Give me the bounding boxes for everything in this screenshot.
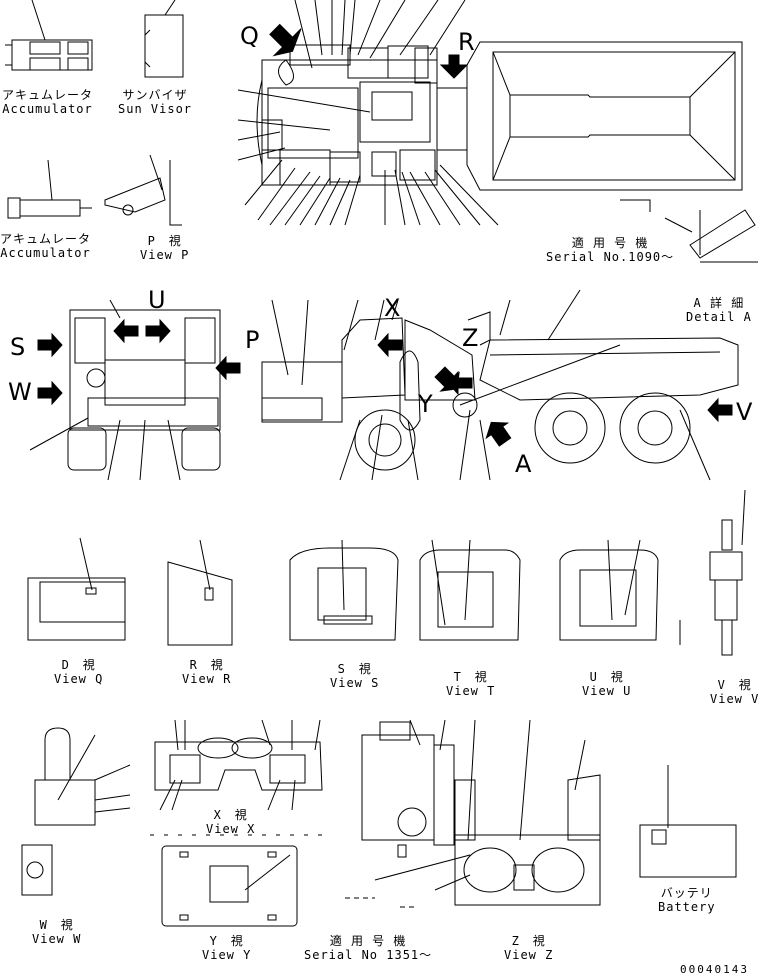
view-x-drawing xyxy=(150,719,330,836)
view-p-drawing xyxy=(104,154,182,226)
view-letter-r: R xyxy=(458,28,475,56)
cab-views xyxy=(27,489,746,656)
view-letter-u: U xyxy=(148,286,166,314)
view-z-drawing xyxy=(345,719,601,908)
view-letter-w: W xyxy=(8,378,32,406)
truck-top-view xyxy=(237,0,743,226)
view-letter-v: V xyxy=(736,398,753,426)
view-w-drawing xyxy=(21,727,131,896)
sun-visor-drawing xyxy=(144,0,184,78)
view-letter-q: Q xyxy=(240,22,259,50)
view-letter-x: X xyxy=(384,294,401,322)
view-y-drawing xyxy=(161,845,298,927)
accumulator-drawing-1 xyxy=(5,0,93,71)
truck-side-view xyxy=(261,289,739,481)
view-letter-y: Y xyxy=(418,390,433,418)
detail-a-drawing xyxy=(620,199,758,263)
truck-front-view xyxy=(29,299,241,481)
drawing-number: 00040143 xyxy=(680,963,749,976)
view-letter-z: Z xyxy=(462,324,479,352)
view-letter-s: S xyxy=(10,333,26,361)
view-letter-a: A xyxy=(515,450,532,478)
accumulator-drawing-2 xyxy=(7,159,92,219)
view-letter-p: P xyxy=(245,326,260,354)
battery-drawing xyxy=(639,765,737,878)
